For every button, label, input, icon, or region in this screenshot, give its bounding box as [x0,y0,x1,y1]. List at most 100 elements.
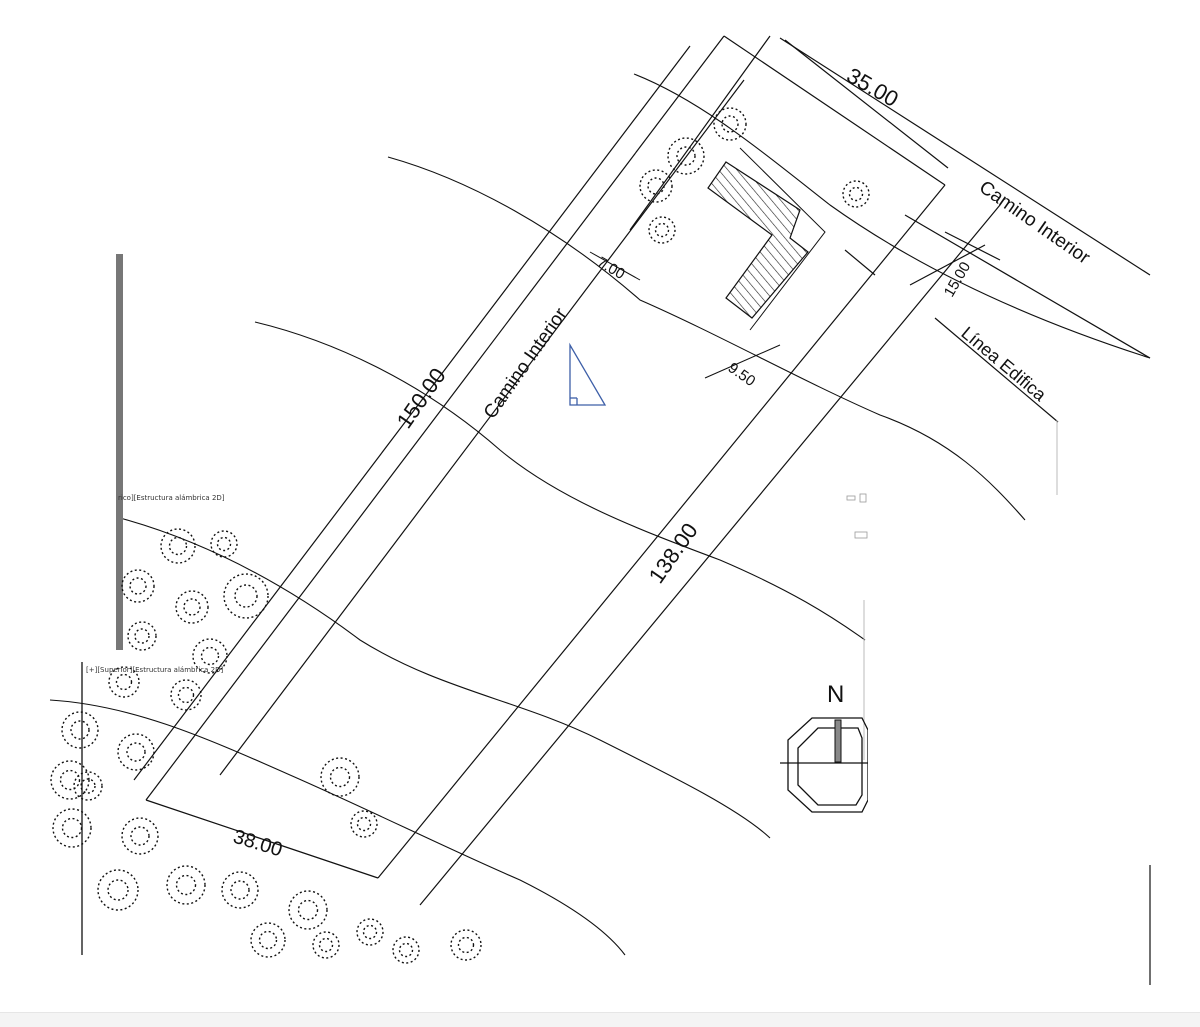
tree-symbol [288,890,328,930]
tree-symbol-inner [200,646,220,666]
tree-symbol [842,180,870,208]
tree-symbol [192,638,228,674]
road-label-top: Camino Interior [975,177,1094,269]
dim-setback-side: 7.00 [594,254,628,283]
tree-symbol [61,711,99,749]
north-arrow [780,700,888,840]
tree-symbol [160,528,196,564]
tree-symbol [450,929,482,961]
viewport-label-upper: rico][Estructura alámbrica 2D] [118,494,225,502]
contour-line [633,73,1151,359]
small-ui-artifacts [846,493,868,539]
tree-symbol-inner [848,186,864,202]
tree-symbol [166,865,206,905]
setback-dim-tick-2 [944,231,1001,261]
dim-front-bottom: 38.00 [231,826,285,862]
tree-symbol [356,918,384,946]
tree-symbol-inner [59,769,81,791]
tree-symbol-inner [175,874,197,896]
tree-symbol-inner [362,924,378,940]
tree-symbol [52,808,92,848]
right-boundary [377,184,946,879]
contour-line [254,321,866,641]
tree-symbol-inner [183,598,201,616]
road-top-right [779,37,1151,423]
tree-symbol-inner [80,778,96,794]
tree-symbol-inner [329,766,351,788]
north-label: N [827,681,844,708]
tree-symbol-inner [297,899,319,921]
tree-symbol [117,733,155,771]
dim-setback-front: 15.00 [941,259,974,300]
left-boundary [145,35,725,801]
viewport-label-lower: [+][Superior][Estructura alámbrica 2D] [86,666,224,674]
front-boundary-top [723,35,946,186]
trees [50,107,870,964]
tree-symbol [250,922,286,958]
artifact-box-3 [854,531,868,539]
setback-dim-tick-3 [844,249,876,276]
tree-symbol-inner [216,536,232,552]
dim-front-top: 35.00 [843,63,903,112]
tree-symbol-inner [356,816,372,832]
tree-symbol [210,530,238,558]
tree-symbol-inner [234,584,258,608]
building-hatch [707,161,809,319]
tree-symbol-inner [126,742,146,762]
tree-symbol [639,169,673,203]
tree-symbol [73,771,103,801]
tree-symbol-inner [318,937,334,953]
contour-line [49,699,626,956]
tree-symbol [648,216,676,244]
dimension-line-right [419,204,1001,906]
tree-symbol-inner [61,817,83,839]
road-edge-inner [904,214,1151,359]
viewport-scroll-marker [116,254,123,650]
artifact-box-2 [859,493,867,503]
tree-symbol [50,760,90,800]
artifact-box [846,495,856,501]
tree-symbol-inner [258,930,278,950]
tree-symbol [221,871,259,909]
tree-symbol [223,573,269,619]
bottom-strip [0,1012,1200,1027]
dim-arrow-line [784,39,949,169]
north-arrow-needle [834,719,842,763]
tree-symbol-inner [70,720,90,740]
contour-line [119,517,771,839]
tree-symbol [121,817,159,855]
building-footprint [589,147,826,379]
tree-symbol [350,810,378,838]
tree-symbol-inner [721,115,739,133]
viewport-edges [81,254,1151,985]
setback-lines [739,147,826,331]
setback-9-dim [704,344,781,379]
tree-symbol-inner [130,826,150,846]
road-label-inner: Camino Interior [480,304,572,423]
tree-symbol [392,936,420,964]
tree-symbol-inner [168,536,188,556]
road-edge-outer [779,37,1151,276]
contour-lines [49,73,1151,956]
setback-7-dim [589,251,641,281]
ucs-icon [569,342,607,406]
north-arrow-mask [868,700,888,840]
north-arrow-inner [797,727,863,806]
tree-symbol [108,666,140,698]
tree-symbol [320,757,360,797]
tree-symbol [667,137,705,175]
setback-dim-tick [909,244,986,286]
tree-symbol-inner [654,222,670,238]
ucs-triangle [569,342,607,406]
tree-symbol-inner [129,577,147,595]
tree-symbol-inner [115,673,133,691]
dim-left-side: 150.00 [392,363,451,432]
tree-symbol [97,869,139,911]
tree-symbol-inner [647,177,665,195]
dim-setback-building: 9.50 [725,359,759,390]
dim-right-side: 138.00 [644,518,703,587]
tree-symbol-inner [107,879,129,901]
building-line-label: Línea Edifica [957,323,1050,406]
north-arrow-outer [787,717,869,813]
